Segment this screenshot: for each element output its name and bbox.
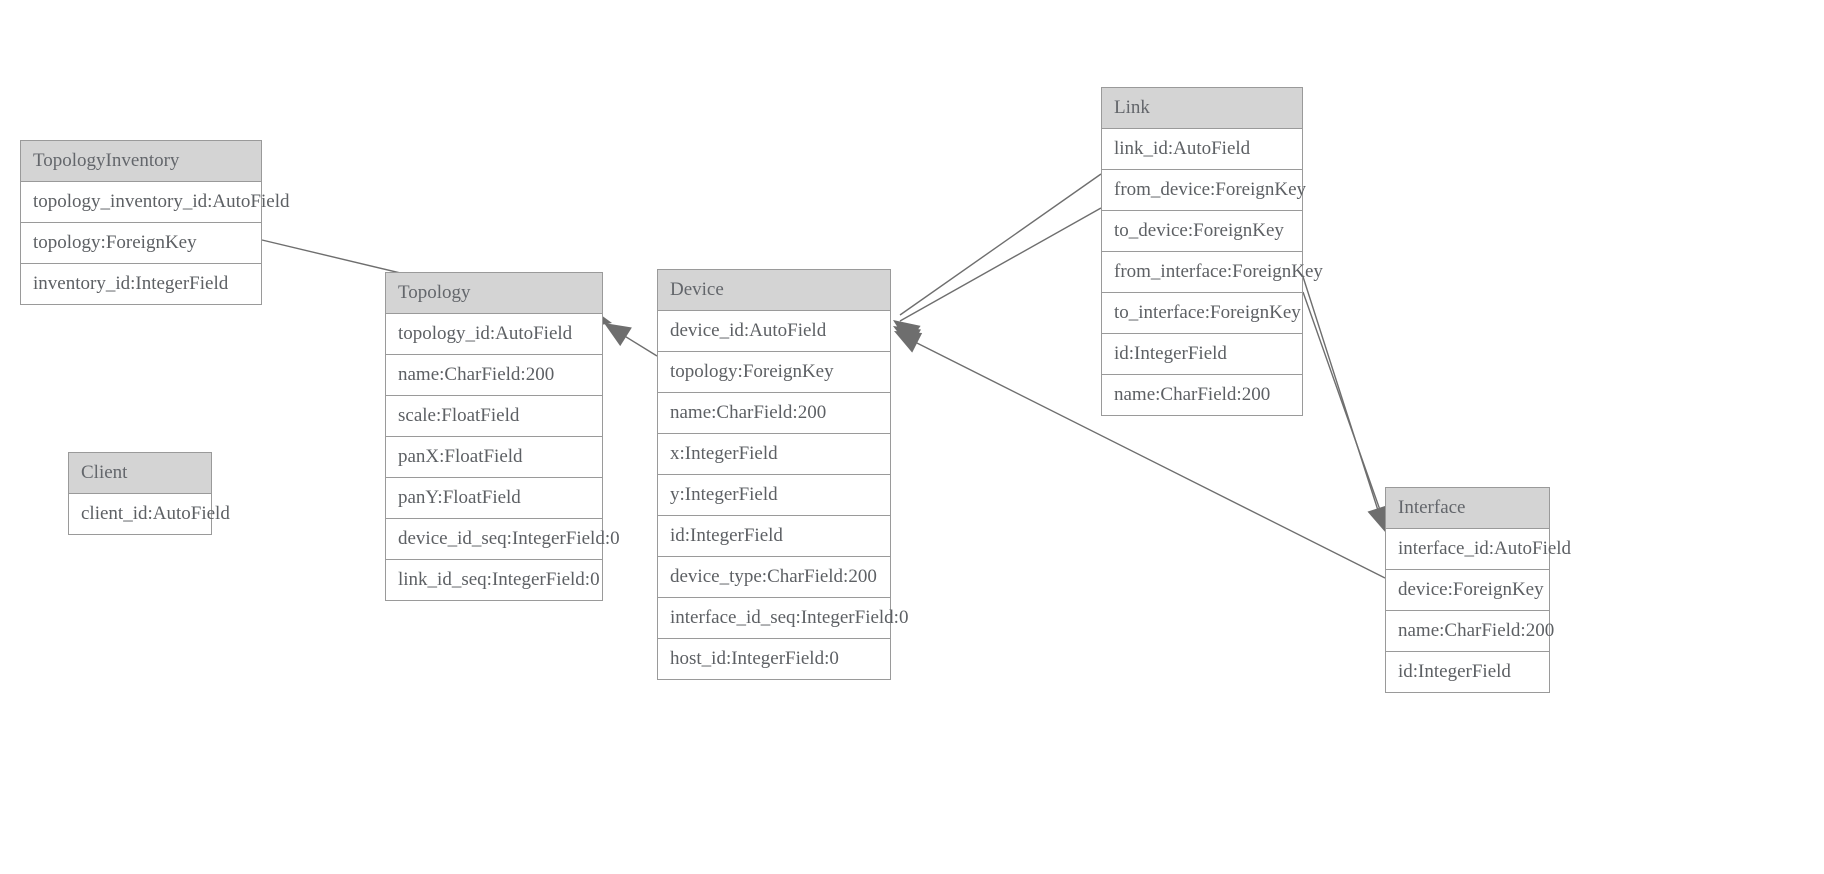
entity-field: x:IntegerField: [658, 434, 890, 475]
relationship-line: [609, 326, 658, 357]
entity-title-device: Device: [658, 270, 890, 311]
relationship-line: [1302, 291, 1387, 528]
entity-field: device_id_seq:IntegerField:0: [386, 519, 620, 560]
entity-title-client: Client: [69, 453, 211, 494]
entity-field: panY:FloatField: [386, 478, 602, 519]
entity-field: topology_inventory_id:AutoField: [21, 182, 290, 223]
entity-field: topology:ForeignKey: [21, 223, 261, 264]
entity-field: panX:FloatField: [386, 437, 602, 478]
relationship-link-from-device: [893, 173, 1102, 344]
entity-field: name:CharField:200: [1102, 375, 1302, 415]
entity-field: id:IntegerField: [1102, 334, 1302, 375]
entity-field: inventory_id:IntegerField: [21, 264, 261, 304]
entity-field: topology:ForeignKey: [658, 352, 890, 393]
relationship-arrowhead: [893, 320, 921, 344]
entity-field: id:IntegerField: [658, 516, 890, 557]
entity-field: link_id:AutoField: [1102, 129, 1302, 170]
entity-field: name:CharField:200: [1386, 611, 1554, 652]
relationship-arrowhead: [894, 331, 923, 353]
relationship-line: [899, 173, 1102, 316]
entity-field: to_interface:ForeignKey: [1102, 293, 1302, 334]
relationship-line: [899, 207, 1102, 322]
entity-title-topology_inventory: TopologyInventory: [21, 141, 261, 182]
entity-field: topology_id:AutoField: [386, 314, 602, 355]
entity-field: link_id_seq:IntegerField:0: [386, 560, 602, 600]
entity-title-interface: Interface: [1386, 488, 1549, 529]
entity-field: interface_id:AutoField: [1386, 529, 1571, 570]
relationship-link-from-interface: [1296, 257, 1389, 533]
entity-field: from_device:ForeignKey: [1102, 170, 1306, 211]
entity-field: device_type:CharField:200: [658, 557, 890, 598]
entity-field: name:CharField:200: [658, 393, 890, 434]
relationship-arrowhead: [604, 323, 632, 347]
entity-field: name:CharField:200: [386, 355, 602, 396]
entity-field: interface_id_seq:IntegerField:0: [658, 598, 908, 639]
entity-field: client_id:AutoField: [69, 494, 230, 534]
relationship-line: [1296, 257, 1384, 527]
relationship-link-to-device: [893, 207, 1102, 349]
entity-field: from_interface:ForeignKey: [1102, 252, 1323, 293]
entity-field: scale:FloatField: [386, 396, 602, 437]
relationship-arrowhead: [893, 326, 922, 349]
entity-field: host_id:IntegerField:0: [658, 639, 890, 679]
entity-field: to_device:ForeignKey: [1102, 211, 1302, 252]
entity-field: device_id:AutoField: [658, 311, 890, 352]
relationship-device-topology: [604, 323, 658, 357]
entity-title-topology: Topology: [386, 273, 602, 314]
entity-field: y:IntegerField: [658, 475, 890, 516]
entity-title-link: Link: [1102, 88, 1302, 129]
entity-field: device:ForeignKey: [1386, 570, 1549, 611]
entity-field: id:IntegerField: [1386, 652, 1549, 692]
